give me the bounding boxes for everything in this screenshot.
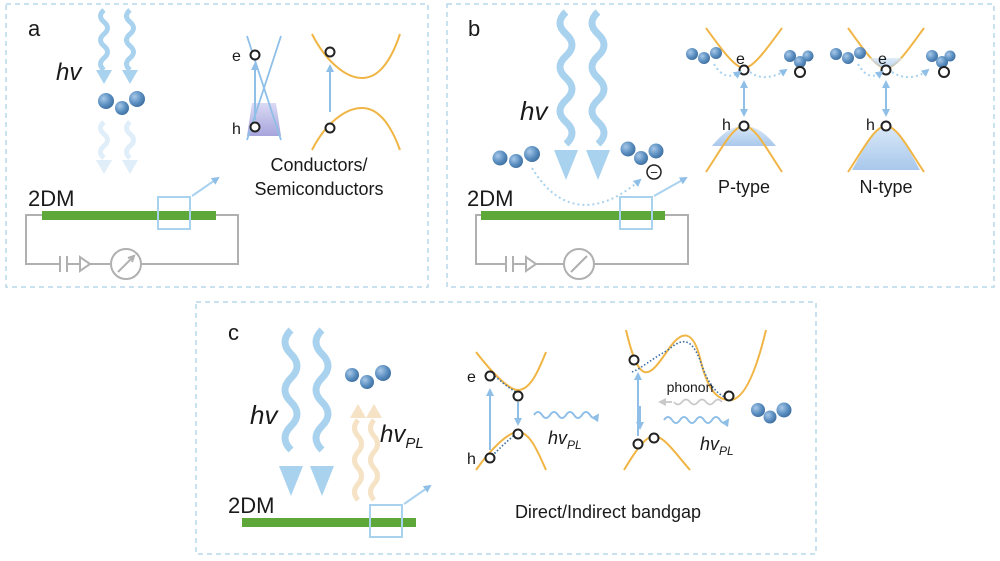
n-type-diagram: e h N-type <box>830 27 956 197</box>
zoom-box <box>157 196 191 230</box>
panel-c-letter: c <box>228 320 239 345</box>
negative-charge-icon: − <box>650 165 658 180</box>
ptype-label: P-type <box>718 177 770 197</box>
indirect-bandgap-diagram: phonon hvPL <box>623 329 792 471</box>
panel-c-hvpl-label: hvPL <box>380 421 424 452</box>
panel-a-caption-line2: Semiconductors <box>254 179 383 199</box>
incident-light-wave-1 <box>96 8 112 84</box>
panel-a-h-label: h <box>232 121 241 138</box>
phonon-label: phonon <box>667 379 714 395</box>
panel-c: c hv hvPL 2DM <box>195 301 817 555</box>
adsorbate-molecule <box>98 91 145 115</box>
zoom-box-c <box>369 504 403 538</box>
incident-light-wave-2 <box>122 8 138 84</box>
panel-b: b hv − 2DM <box>446 3 995 288</box>
panel-c-material-label: 2DM <box>228 493 274 518</box>
ntype-h-label: h <box>866 117 875 134</box>
incident-light-wave-c1 <box>279 327 303 496</box>
transmitted-light-faded <box>96 120 138 174</box>
panel-b-hv-label: hv <box>520 96 549 126</box>
zoom-arrow <box>191 176 220 197</box>
2dm-channel-c <box>242 518 416 527</box>
zoom-box-b <box>619 196 653 230</box>
incident-light-wave-b1 <box>554 9 578 180</box>
ptype-h-label: h <box>722 117 731 134</box>
circuit-b <box>475 214 689 280</box>
conductor-bands: e h <box>232 35 282 141</box>
incident-light-wave-b2 <box>586 9 610 180</box>
panel-c-h-label: h <box>467 451 476 468</box>
ntype-label: N-type <box>859 177 912 197</box>
meter-needle-icon <box>127 254 136 263</box>
emitted-pl-waves <box>350 404 382 502</box>
panel-c-e-label: e <box>467 369 476 386</box>
panel-c-caption: Direct/Indirect bandgap <box>515 502 701 522</box>
incident-light-wave-c2 <box>310 327 334 496</box>
panel-a: a hv 2DM <box>5 3 429 288</box>
zoom-arrow-c <box>403 484 432 505</box>
direct-hvpl-label: hvPL <box>548 428 582 452</box>
ptype-e-label: e <box>736 51 745 68</box>
indirect-hvpl-label: hvPL <box>700 434 734 458</box>
p-type-diagram: e h P-type <box>686 27 814 197</box>
2dm-channel <box>42 211 216 220</box>
molecule-left <box>492 146 540 168</box>
panel-b-material-label: 2DM <box>467 186 513 211</box>
molecule-right-charged: − <box>620 141 664 180</box>
panel-a-material-label: 2DM <box>28 186 74 211</box>
semiconductor-bands <box>311 33 401 151</box>
panel-c-frame <box>195 301 817 555</box>
panel-b-frame <box>446 3 995 288</box>
zoom-arrow-b <box>653 177 688 197</box>
charge-transfer-path <box>531 167 642 206</box>
ntype-e-label: e <box>878 51 887 68</box>
panel-a-frame <box>5 3 429 288</box>
panel-a-hv-label: hv <box>56 59 83 86</box>
panel-a-caption-line1: Conductors/ <box>270 155 367 175</box>
circuit <box>25 214 239 280</box>
2dm-channel-b <box>481 211 665 220</box>
molecule-c <box>345 365 391 389</box>
panel-a-e-label: e <box>232 48 241 65</box>
panel-c-hv-label: hv <box>250 400 279 430</box>
panel-b-letter: b <box>468 16 480 41</box>
panel-a-letter: a <box>28 16 41 41</box>
direct-bandgap-diagram: e h hvPL <box>467 351 600 471</box>
